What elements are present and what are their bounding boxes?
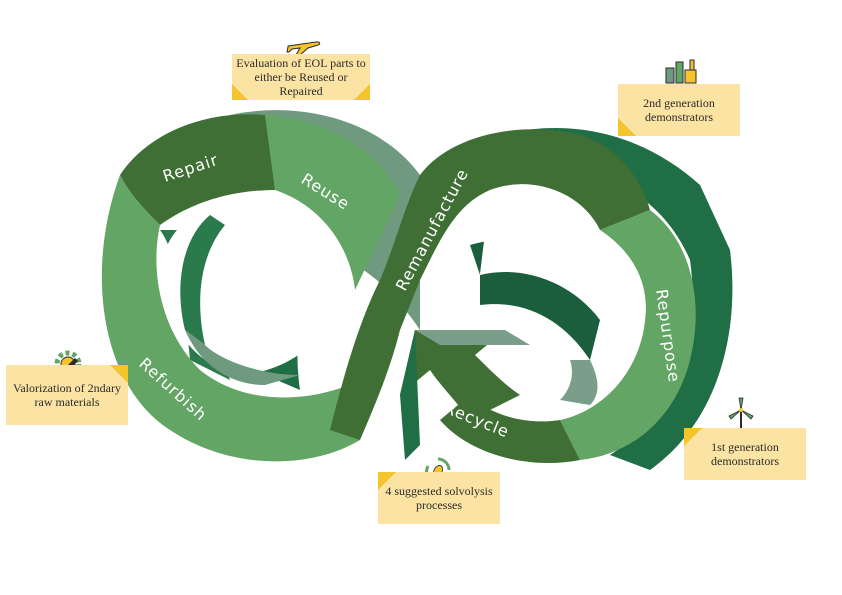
callout-solvolysis-text: 4 suggested solvolysis processes — [385, 484, 493, 512]
callout-valorization: Valorization of 2ndary raw materials — [6, 365, 128, 425]
segment-refurbish — [101, 175, 361, 462]
callout-solvolysis: 4 suggested solvolysis processes — [378, 472, 500, 524]
callout-valorization-text: Valorization of 2ndary raw materials — [13, 381, 121, 409]
callout-eol-text: Evaluation of EOL parts to either be Reu… — [236, 56, 366, 98]
callout-2nd-generation: 2nd generation demonstrators — [618, 84, 740, 136]
callout-eol-evaluation: Evaluation of EOL parts to either be Reu… — [232, 54, 370, 100]
factory-icon — [665, 59, 697, 84]
callout-2nd-generation-text: 2nd generation demonstrators — [643, 96, 715, 124]
left-loop — [101, 114, 400, 462]
recycle-arrow — [400, 330, 530, 460]
segment-reuse — [265, 115, 400, 290]
airplane-icon — [286, 41, 321, 56]
segment-repair — [120, 114, 275, 225]
callout-1st-generation: 1st generation demonstrators — [684, 428, 806, 480]
right-loop — [440, 184, 696, 464]
segment-remanufacture — [330, 129, 650, 441]
segment-repurpose — [560, 210, 696, 460]
callout-1st-generation-text: 1st generation demonstrators — [711, 440, 779, 468]
